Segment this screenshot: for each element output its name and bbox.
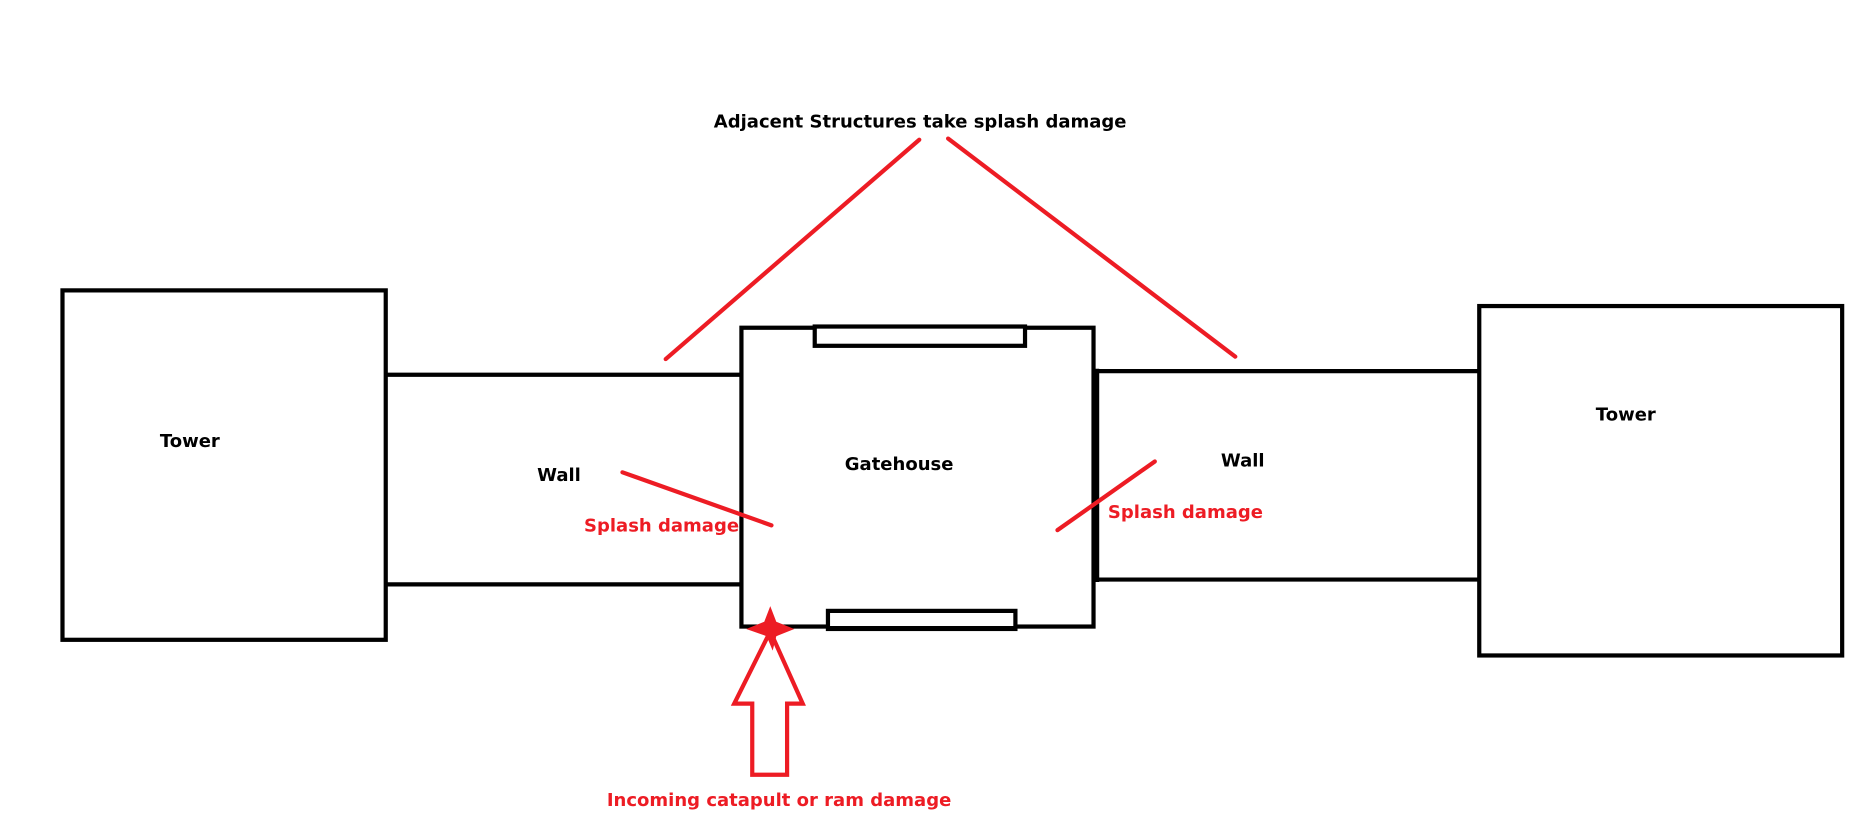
- incoming-damage-label: Incoming catapult or ram damage: [607, 790, 951, 811]
- left-wall: Wall: [385, 372, 742, 587]
- left-tower: Tower: [60, 288, 388, 642]
- gatehouse-label: Gatehouse: [845, 454, 954, 475]
- right-tower: Tower: [1477, 303, 1845, 658]
- up-arrow-icon: [730, 626, 806, 777]
- gatehouse: Gatehouse: [739, 324, 1096, 632]
- splash-line-left: [620, 470, 774, 528]
- left-tower-label: Tower: [160, 431, 220, 452]
- splash-damage-right-label: Splash damage: [1108, 502, 1263, 523]
- left-wall-label: Wall: [537, 465, 581, 486]
- right-tower-label: Tower: [1596, 404, 1656, 425]
- splash-line-right: [1055, 459, 1157, 533]
- right-tower-outline: [1477, 303, 1845, 658]
- left-tower-outline: [60, 288, 388, 642]
- splash-damage-left-label: Splash damage: [584, 515, 739, 536]
- adjacent-structures-note: Adjacent Structures take splash damage: [714, 112, 1127, 133]
- right-wall-label: Wall: [1221, 450, 1265, 471]
- right-wall: Wall: [1095, 368, 1480, 582]
- pointer-line-left-wall: [663, 137, 922, 362]
- gatehouse-outline: [739, 325, 1096, 629]
- annotations: Adjacent Structures take splash damage S…: [584, 112, 1263, 811]
- pointer-line-right-wall: [946, 136, 1238, 359]
- gatehouse-rear-gate: [812, 324, 1028, 348]
